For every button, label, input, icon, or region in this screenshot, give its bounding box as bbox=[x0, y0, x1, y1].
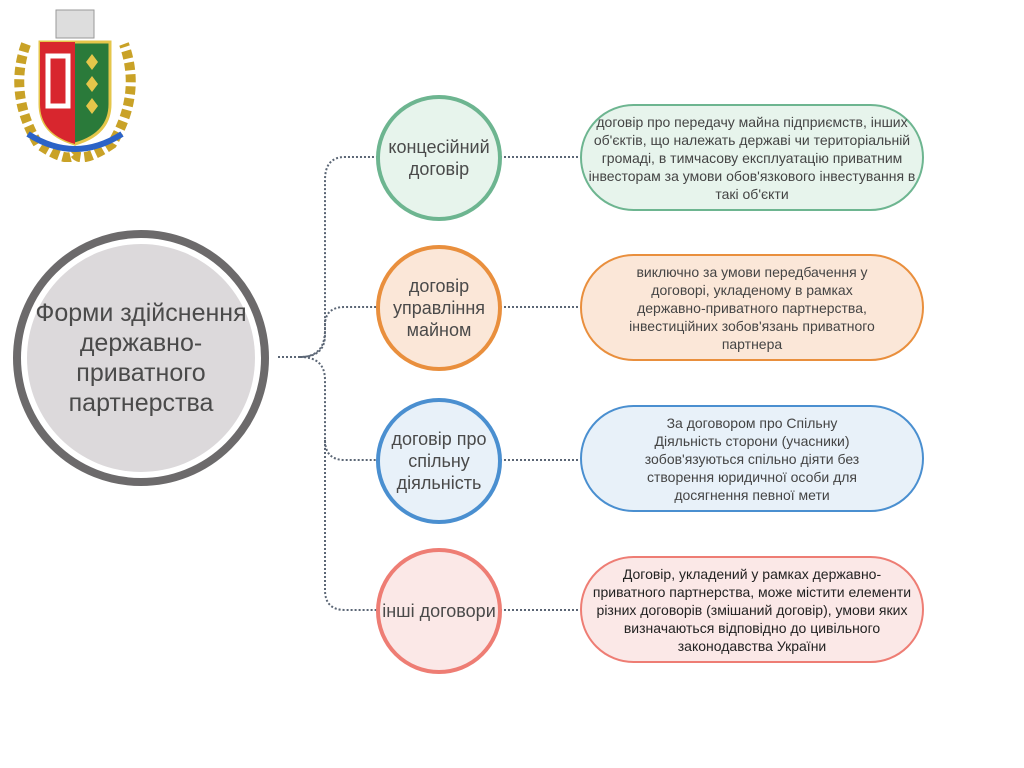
central-topic-circle: Форми здійснення державно-приватного пар… bbox=[13, 230, 269, 486]
node-property-management-agreement: договір управління майном bbox=[376, 245, 502, 371]
node-joint-activity-agreement: договір про спільну діяльність bbox=[376, 398, 502, 524]
central-topic-title: Форми здійснення державно-приватного пар… bbox=[27, 244, 255, 472]
description-other-agreements: Договір, укладений у рамках державно-при… bbox=[580, 556, 924, 663]
description-concession: договір про передачу майна підприємств, … bbox=[580, 104, 924, 211]
node-other-agreements: інші договори bbox=[376, 548, 502, 674]
node-concession-agreement: концесійний договір bbox=[376, 95, 502, 221]
description-joint-activity: За договором про Спільну Діяльність стор… bbox=[580, 405, 924, 512]
coat-of-arms-emblem bbox=[14, 9, 136, 162]
description-property-management: виключно за умови передбачення у договор… bbox=[580, 254, 924, 361]
